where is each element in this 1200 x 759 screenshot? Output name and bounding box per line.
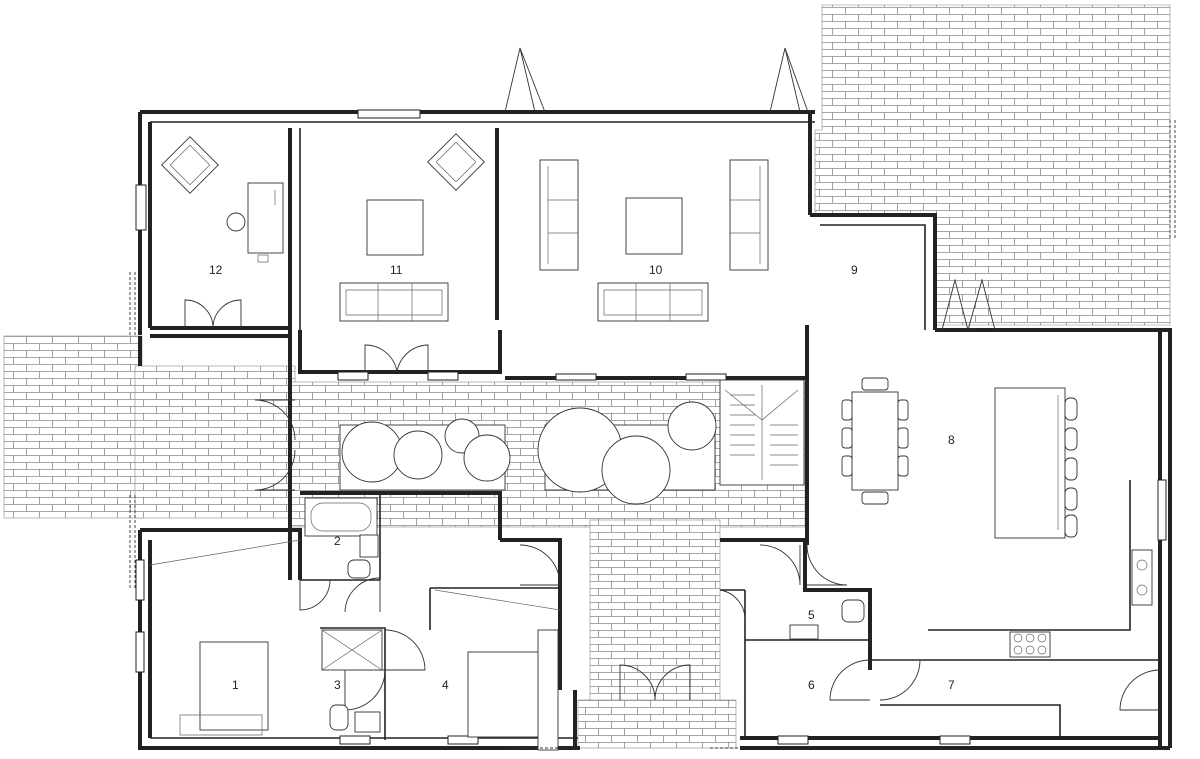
room-label-3: 3 bbox=[334, 678, 341, 692]
window-s1 bbox=[339, 735, 371, 745]
basin-3 bbox=[354, 711, 381, 733]
desk bbox=[247, 182, 284, 254]
room-label-6: 6 bbox=[808, 678, 815, 692]
doors bbox=[184, 299, 1161, 711]
kitchen-island bbox=[994, 387, 1066, 539]
toilet-5 bbox=[841, 599, 865, 623]
room-5-fixtures bbox=[789, 599, 865, 640]
paving-west bbox=[3, 335, 143, 519]
room-4-furniture bbox=[434, 589, 561, 751]
window-n1 bbox=[357, 109, 421, 119]
windows bbox=[135, 109, 1167, 745]
room-label-5: 5 bbox=[808, 608, 815, 622]
window-e1 bbox=[1157, 479, 1167, 541]
room-label-2: 2 bbox=[334, 534, 341, 548]
window-w2 bbox=[135, 559, 145, 601]
paving-porch bbox=[577, 699, 737, 749]
room-label-4: 4 bbox=[442, 678, 449, 692]
paving-west-path bbox=[134, 365, 296, 519]
room-3-fixtures bbox=[321, 629, 383, 733]
tree-7 bbox=[667, 401, 717, 451]
desk-chair bbox=[226, 212, 246, 232]
bed-4 bbox=[467, 651, 547, 738]
window-w3 bbox=[135, 631, 145, 673]
toilet-3 bbox=[329, 704, 349, 731]
bathtub bbox=[304, 497, 378, 537]
toilet-2 bbox=[347, 559, 371, 579]
room-8-furniture bbox=[841, 377, 1153, 658]
room-label-11: 11 bbox=[390, 263, 403, 277]
window-s11b bbox=[427, 371, 459, 381]
fences bbox=[129, 120, 1176, 749]
stairs bbox=[719, 379, 805, 486]
room-label-9: 9 bbox=[851, 263, 858, 277]
hob bbox=[1009, 631, 1051, 658]
room-10-furniture bbox=[539, 159, 769, 322]
sink bbox=[1131, 549, 1153, 606]
room-2-fixtures bbox=[304, 497, 379, 579]
room-11-furniture bbox=[339, 133, 485, 322]
window-s3 bbox=[777, 735, 809, 745]
room-1-furniture bbox=[149, 539, 301, 736]
window-w1 bbox=[135, 184, 147, 231]
tree-6 bbox=[601, 435, 671, 505]
window-s4 bbox=[939, 735, 971, 745]
courtyard-garden bbox=[339, 401, 717, 505]
window-court2 bbox=[685, 373, 727, 381]
room-label-7: 7 bbox=[948, 678, 955, 692]
folding-doors bbox=[504, 47, 996, 332]
paving-northeast bbox=[814, 4, 1171, 326]
walls bbox=[138, 110, 1172, 750]
sofa-10-west bbox=[539, 159, 579, 271]
window-s2 bbox=[447, 735, 479, 745]
paving-entrance bbox=[589, 519, 721, 706]
tree-1 bbox=[341, 421, 403, 483]
coffee-table-10 bbox=[625, 197, 683, 255]
window-court1 bbox=[555, 373, 597, 381]
room-label-10: 10 bbox=[649, 263, 663, 277]
basin-5 bbox=[789, 624, 819, 640]
room-labels: 1 2 3 4 5 6 7 8 9 10 11 12 bbox=[209, 263, 955, 692]
tree-2 bbox=[393, 430, 443, 480]
room-label-8: 8 bbox=[948, 433, 955, 447]
window-s11a bbox=[337, 371, 369, 381]
tree-4 bbox=[463, 434, 511, 482]
dining-table bbox=[851, 391, 899, 491]
room-label-12: 12 bbox=[209, 263, 223, 277]
sofa-10-east bbox=[729, 159, 769, 271]
room-12-furniture bbox=[161, 136, 284, 263]
coffee-table-11 bbox=[366, 199, 424, 256]
room-label-1: 1 bbox=[232, 678, 239, 692]
basin-2 bbox=[359, 534, 379, 558]
